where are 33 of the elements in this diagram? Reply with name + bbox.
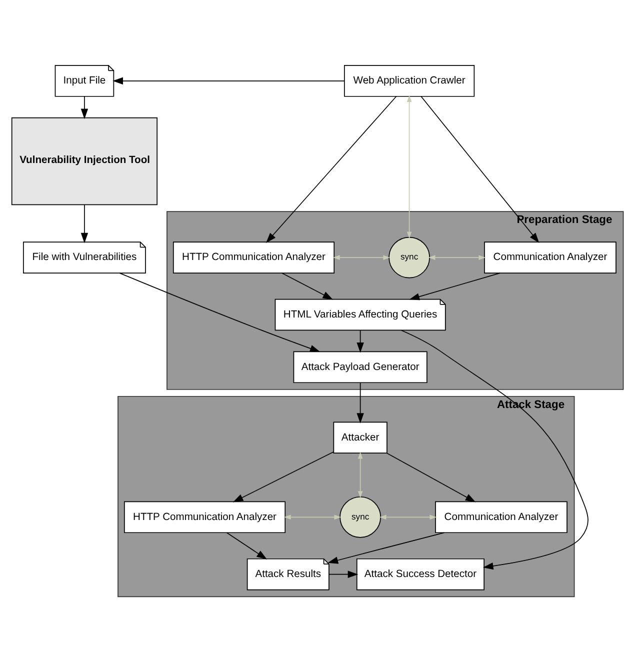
- arrow: [420, 95, 540, 242]
- node-box: HTTP Communication Analyzer: [172, 241, 335, 273]
- arrow: [328, 532, 445, 564]
- arrow: [112, 76, 345, 84]
- arrow: [406, 94, 412, 238]
- arrow: [119, 272, 320, 352]
- arrow: [428, 254, 486, 260]
- arrow: [379, 514, 437, 520]
- node-box: Web Application Crawler: [344, 64, 475, 96]
- arrow: [409, 272, 501, 300]
- arrow: [226, 532, 267, 559]
- arrow: [400, 329, 588, 570]
- arrow: [356, 382, 364, 423]
- arrow: [356, 329, 364, 352]
- arrow: [328, 570, 358, 578]
- node-box: Communication Analyzer: [484, 241, 616, 273]
- arrow: [266, 95, 397, 242]
- node-box: Vulnerability Injection Tool: [11, 116, 158, 205]
- node-box: Communication Analyzer: [435, 500, 568, 533]
- node-circle: sync: [340, 496, 382, 538]
- node-circle: sync: [388, 236, 430, 278]
- arrow: [80, 204, 88, 243]
- arrow: [284, 514, 342, 520]
- node-box: Attacker: [333, 421, 388, 454]
- node-box: Attack Success Detector: [356, 558, 484, 590]
- arrow: [282, 272, 334, 300]
- arrow: [332, 254, 390, 260]
- arrow: [386, 452, 476, 502]
- node-box: HTTP Communication Analyzer: [124, 500, 286, 533]
- arrow: [358, 451, 363, 498]
- arrow: [80, 96, 88, 119]
- node-box: Attack Payload Generator: [293, 350, 428, 383]
- arrow: [232, 450, 334, 502]
